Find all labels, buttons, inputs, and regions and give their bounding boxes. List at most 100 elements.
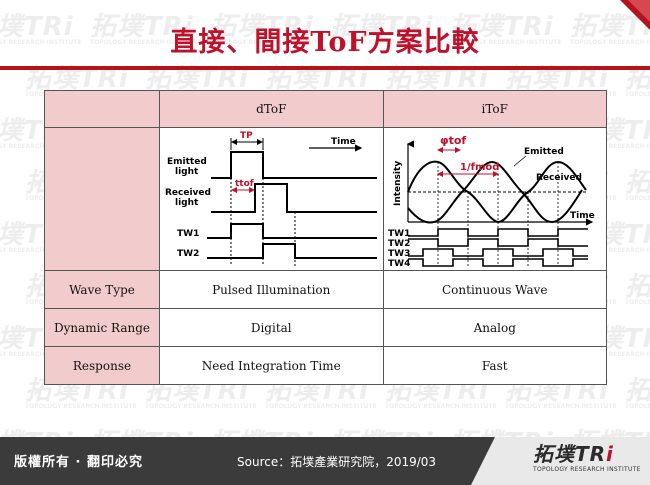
dtof-timing-diagram: TP Time Emitted light Received light tto… — [165, 131, 378, 266]
dtof-emitted-label-2: light — [175, 167, 199, 177]
itof-tw4-label: TW4 — [388, 259, 410, 268]
row-label-response: Response — [44, 346, 160, 385]
watermark-subtext: TOPOLOGY RESEARCH INSTITUTE — [0, 247, 82, 254]
watermark-subtext: TOPOLOGY RESEARCH INSTITUTE — [0, 351, 82, 358]
itof-timing-diagram: Intensity Time Emitted Received φtof 1/f… — [388, 134, 595, 268]
itof-tw3-waveform — [407, 248, 588, 257]
table-header-row: dToF iToF — [44, 90, 607, 128]
table-row-dynamic-range: Dynamic Range Digital Analog — [44, 308, 607, 347]
watermark-subtext: TOPOLOGY RESEARCH INSTITUTE — [625, 403, 650, 410]
logo-wordmark-chinese: 拓墣 — [533, 442, 575, 466]
itof-tw3-label: TW3 — [388, 249, 410, 259]
watermark-subtext: TOPOLOGY RESEARCH INSTITUTE — [0, 143, 82, 150]
row-label-dynamic-range: Dynamic Range — [44, 308, 160, 347]
title-bar: 直接、間接ToF方案比較 — [0, 18, 650, 68]
corner-flag — [620, 0, 650, 30]
watermark-text: 拓墣TRi — [625, 376, 650, 406]
source-citation: Source：拓墣產業研究院，2019/03 — [237, 455, 437, 469]
itof-tw2-waveform — [407, 238, 588, 247]
watermark-subtext: TOPOLOGY RESEARCH INSTITUTE — [385, 403, 497, 410]
watermark-subtext: TOPOLOGY RESEARCH INSTITUTE — [625, 299, 650, 306]
dtof-tw1-waveform — [207, 223, 378, 239]
itof-emitted-label: Emitted — [524, 147, 564, 157]
watermark-subtext: TOPOLOGY RESEARCH INSTITUTE — [570, 351, 650, 358]
response-itof: Fast — [382, 346, 607, 385]
itof-received-label: Received — [536, 173, 582, 183]
itof-tw1-waveform — [407, 228, 588, 237]
itof-received-wave — [406, 160, 583, 224]
watermark-subtext: TOPOLOGY RESEARCH INSTITUTE — [0, 39, 82, 46]
header-empty-cell — [44, 90, 160, 128]
table-row-wave-type: Wave Type Pulsed Illumination Continuous… — [44, 270, 607, 309]
watermark-subtext: TOPOLOGY RESEARCH INSTITUTE — [145, 403, 257, 410]
header-dtof: dToF — [159, 90, 384, 128]
dtof-time-label: Time — [331, 137, 356, 147]
tri-logo: 拓墣TRi TOPOLOGY RESEARCH INSTITUTE — [533, 442, 643, 482]
logo-wordmark: 拓墣TRi — [533, 442, 643, 466]
itof-phi-label: φtof — [440, 134, 466, 147]
dtof-emitted-label-1: Emitted — [167, 157, 207, 167]
copyright-notice: 版權所有 · 翻印必究 — [14, 455, 143, 470]
watermark-subtext: TOPOLOGY RESEARCH INSTITUTE — [625, 91, 650, 98]
dtof-received-label-1: Received — [165, 188, 211, 198]
itof-intensity-label: Intensity — [393, 161, 403, 206]
watermark-subtext: TOPOLOGY RESEARCH INSTITUTE — [625, 195, 650, 202]
watermark-text: 拓墣TRi — [450, 12, 554, 42]
watermark-text: 拓墣TRi — [0, 12, 74, 42]
dtof-tw1-label: TW1 — [177, 229, 199, 239]
itof-diagram-cell: Intensity Time Emitted Received φtof 1/f… — [382, 127, 607, 271]
dtof-emitted-waveform — [211, 151, 378, 179]
dtof-received-waveform — [211, 183, 378, 213]
watermark-subtext: TOPOLOGY RESEARCH INSTITUTE — [90, 39, 202, 46]
itof-emitted-pointer — [513, 155, 527, 167]
footer-logo-panel: 拓墣TRi TOPOLOGY RESEARCH INSTITUTE — [471, 437, 650, 485]
watermark-subtext: TOPOLOGY RESEARCH INSTITUTE — [505, 403, 617, 410]
footer-bar: 版權所有 · 翻印必究 Source：拓墣產業研究院，2019/03 拓墣TRi… — [0, 437, 650, 485]
header-itof: iToF — [382, 90, 607, 128]
watermark-subtext: TOPOLOGY RESEARCH INSTITUTE — [570, 143, 650, 150]
watermark-text: 拓墣TRi — [210, 12, 314, 42]
dtof-diagram-cell: TP Time Emitted light Received light tto… — [159, 127, 384, 271]
watermark-subtext: TOPOLOGY RESEARCH INSTITUTE — [570, 39, 650, 46]
itof-time-label: Time — [570, 211, 595, 221]
dtof-ttof-label: ttof — [235, 179, 254, 189]
title-underline — [0, 66, 650, 70]
watermark-subtext: TOPOLOGY RESEARCH INSTITUTE — [330, 39, 442, 46]
dynamic-range-itof: Analog — [382, 308, 607, 347]
comparison-table: dToF iToF TP Time — [44, 90, 607, 385]
table-row-response: Response Need Integration Time Fast — [44, 346, 607, 385]
row-label-wave-type: Wave Type — [44, 270, 160, 309]
itof-received-pointer — [529, 181, 539, 193]
itof-tw2-label: TW2 — [388, 239, 410, 249]
watermark-subtext: TOPOLOGY RESEARCH INSTITUTE — [25, 403, 137, 410]
dtof-tw2-label: TW2 — [177, 249, 199, 259]
waveform-row-head — [44, 127, 160, 271]
watermark-subtext: TOPOLOGY RESEARCH INSTITUTE — [450, 39, 562, 46]
watermark-subtext: TOPOLOGY RESEARCH INSTITUTE — [570, 247, 650, 254]
itof-freq-label: 1/fmod — [460, 162, 499, 173]
response-dtof: Need Integration Time — [159, 346, 384, 385]
logo-wordmark-tr: TR — [575, 442, 607, 466]
watermark-text: 拓墣TRi — [90, 12, 194, 42]
wave-type-dtof: Pulsed Illumination — [159, 270, 384, 309]
dtof-tw2-waveform — [207, 243, 378, 259]
logo-wordmark-i: i — [606, 442, 614, 466]
logo-subtitle: TOPOLOGY RESEARCH INSTITUTE — [533, 466, 641, 473]
watermark-subtext: TOPOLOGY RESEARCH INSTITUTE — [265, 403, 377, 410]
watermark-subtext: TOPOLOGY RESEARCH INSTITUTE — [210, 39, 322, 46]
dtof-tp-label: TP — [240, 131, 253, 141]
watermark-text: 拓墣TRi — [625, 168, 650, 198]
watermark-text: 拓墣TRi — [625, 272, 650, 302]
dtof-received-label-2: light — [175, 198, 199, 208]
itof-tw4-waveform — [407, 258, 588, 267]
watermark-text: 拓墣TRi — [570, 12, 650, 42]
watermark-text: 拓墣TRi — [330, 12, 434, 42]
